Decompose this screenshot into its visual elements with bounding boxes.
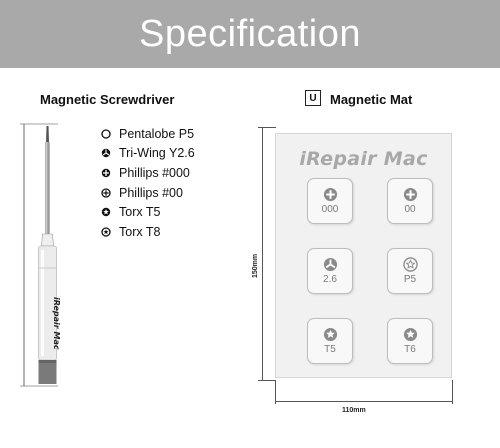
tri-wing-icon	[323, 257, 337, 272]
screwdriver-section-title: Magnetic Screwdriver	[40, 92, 175, 107]
torx-icon	[403, 327, 417, 342]
list-item: Torx T5	[101, 202, 195, 222]
torx-icon	[101, 207, 111, 217]
bit-label: Phillips #000	[119, 165, 190, 180]
magnet-badge-icon: U	[305, 90, 321, 106]
list-item: Phillips #000	[101, 163, 195, 183]
mat-slot: 2.6	[307, 248, 353, 294]
bit-label: Phillips #00	[119, 185, 183, 200]
list-item: Pentalobe P5	[101, 124, 195, 144]
mat-slot: P5	[387, 248, 433, 294]
mat-slot: 00	[387, 178, 433, 224]
handle-brand-text: iRepair Mac	[52, 297, 61, 350]
width-dimension-right-tick	[452, 380, 453, 404]
height-dimension-line	[262, 127, 263, 380]
mat-section-title: Magnetic Mat	[330, 92, 413, 107]
phillips-icon	[403, 187, 417, 202]
slot-label: P5	[403, 274, 417, 285]
bit-label: Pentalobe P5	[119, 126, 195, 141]
screwdriver-illustration	[20, 123, 58, 387]
bit-label: Torx T8	[119, 224, 161, 239]
phillips-icon	[323, 187, 337, 202]
torx-icon	[323, 327, 337, 342]
mat-slot: T6	[387, 318, 433, 364]
bit-label: Torx T5	[119, 205, 161, 220]
width-dimension-line	[275, 401, 453, 402]
slot-label: T6	[404, 344, 416, 355]
mat-slot: T5	[307, 318, 353, 364]
phillips-icon	[101, 168, 111, 178]
slot-label: 000	[321, 204, 339, 215]
magnetic-mat: iRepair Mac 000 00 2.6 P5 T5 T6	[275, 133, 452, 378]
list-item: Torx T8	[101, 222, 195, 242]
torx-icon	[101, 227, 111, 237]
tri-wing-icon	[101, 149, 111, 158]
bit-label: Tri-Wing Y2.6	[119, 146, 195, 161]
bit-spec-list: Pentalobe P5 Tri-Wing Y2.6 Phillips #000…	[101, 124, 195, 242]
height-dimension-top-tick	[258, 127, 276, 128]
slot-label: 2.6	[323, 274, 337, 285]
width-dimension-left-tick	[275, 380, 276, 404]
mat-brand-logo: iRepair Mac	[299, 148, 428, 170]
phillips-icon	[101, 187, 111, 198]
pentalobe-icon	[402, 257, 418, 272]
slot-label: 00	[404, 204, 416, 215]
pentalobe-icon	[101, 129, 111, 139]
page-title: Specification	[139, 12, 361, 55]
mat-width-label: 110mm	[342, 407, 366, 414]
list-item: Tri-Wing Y2.6	[101, 144, 195, 164]
header-banner: Specification	[0, 0, 500, 68]
mat-slot: 000	[307, 178, 353, 224]
height-dimension-bottom-tick	[258, 380, 276, 381]
slot-label: T5	[324, 344, 336, 355]
list-item: Phillips #00	[101, 183, 195, 203]
mat-height-label: 150mm	[252, 253, 259, 278]
